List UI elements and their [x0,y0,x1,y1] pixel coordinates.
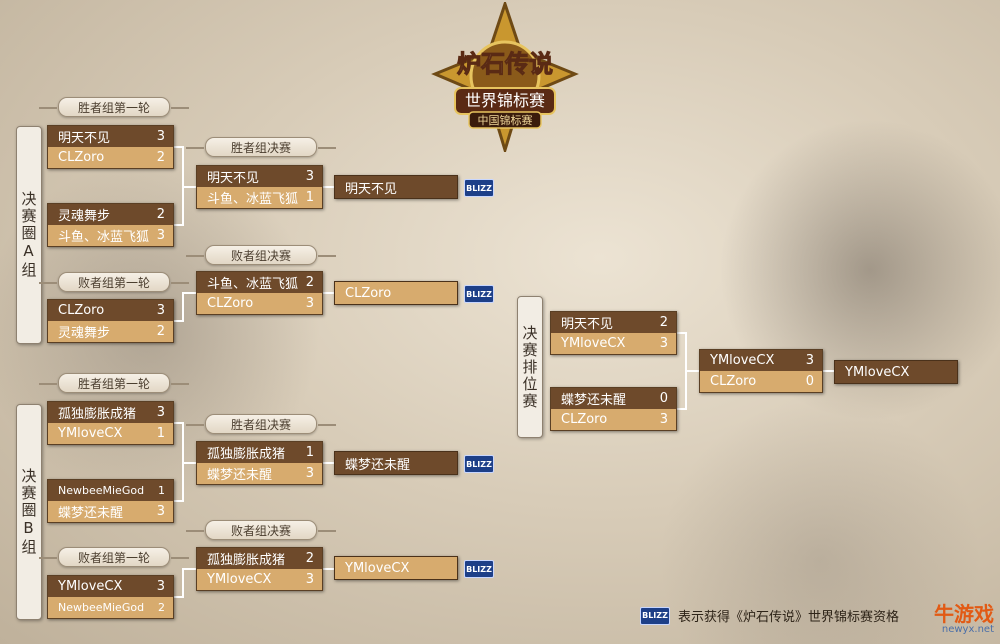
connector [182,462,196,464]
connector [182,292,184,322]
connector [173,146,183,148]
result-b-winners-final: 蝶梦还未醒 [334,451,458,475]
connector [173,320,183,322]
connector [182,568,196,570]
qualification-footnote: BLIZZ 表示获得《炉石传说》世界锦标赛资格 [640,606,899,625]
blizzard-qualified-icon: BLIZZ [464,179,494,197]
header-a-winners-final: 胜者组决赛 [186,137,336,157]
connector [676,332,686,334]
connector [173,422,183,424]
connector [322,292,334,294]
connector [685,370,699,372]
finals-label: 决赛排位赛 [517,296,543,438]
header-a-losers-final: 败者组决赛 [186,245,336,265]
watermark-sub: newyx.net [941,624,994,635]
result-champion: YMloveCX [834,360,958,384]
header-b-losers-final: 败者组决赛 [186,520,336,540]
blizzard-qualified-icon: BLIZZ [464,285,494,303]
blizzard-qualified-icon: BLIZZ [640,606,670,625]
hearthstone-logo: 炉石传说 世界锦标赛 中国锦标赛 [431,2,579,152]
connector [322,186,334,188]
connector [173,224,183,226]
connector [182,292,196,294]
header-a-losers-r1: 败者组第一轮 [39,272,189,292]
footnote-text: 表示获得《炉石传说》世界锦标赛资格 [678,610,900,625]
site-watermark: 牛游戏 newyx.net [934,598,994,635]
header-b-winners-r1: 胜者组第一轮 [39,373,189,393]
result-a-losers-final: CLZoro [334,281,458,305]
connector [173,500,183,502]
connector [322,462,334,464]
connector [676,408,686,410]
connector [182,186,196,188]
logo-subtitle: 世界锦标赛 [465,91,545,110]
connector [173,596,183,598]
group-b-label: 决赛圈B组 [16,404,42,620]
group-a-label: 决赛圈A组 [16,126,42,344]
header-b-losers-r1: 败者组第一轮 [39,547,189,567]
result-a-winners-final: 明天不见 [334,175,458,199]
watermark-main: 牛游戏 [934,602,994,626]
connector [322,568,334,570]
result-b-losers-final: YMloveCX [334,556,458,580]
blizzard-qualified-icon: BLIZZ [464,455,494,473]
logo-title: 炉石传说 [457,50,553,78]
header-a-winners-r1: 胜者组第一轮 [39,97,189,117]
blizzard-qualified-icon: BLIZZ [464,560,494,578]
connector [822,370,834,372]
connector [182,568,184,598]
logo-region: 中国锦标赛 [478,113,533,127]
header-b-winners-final: 胜者组决赛 [186,414,336,434]
